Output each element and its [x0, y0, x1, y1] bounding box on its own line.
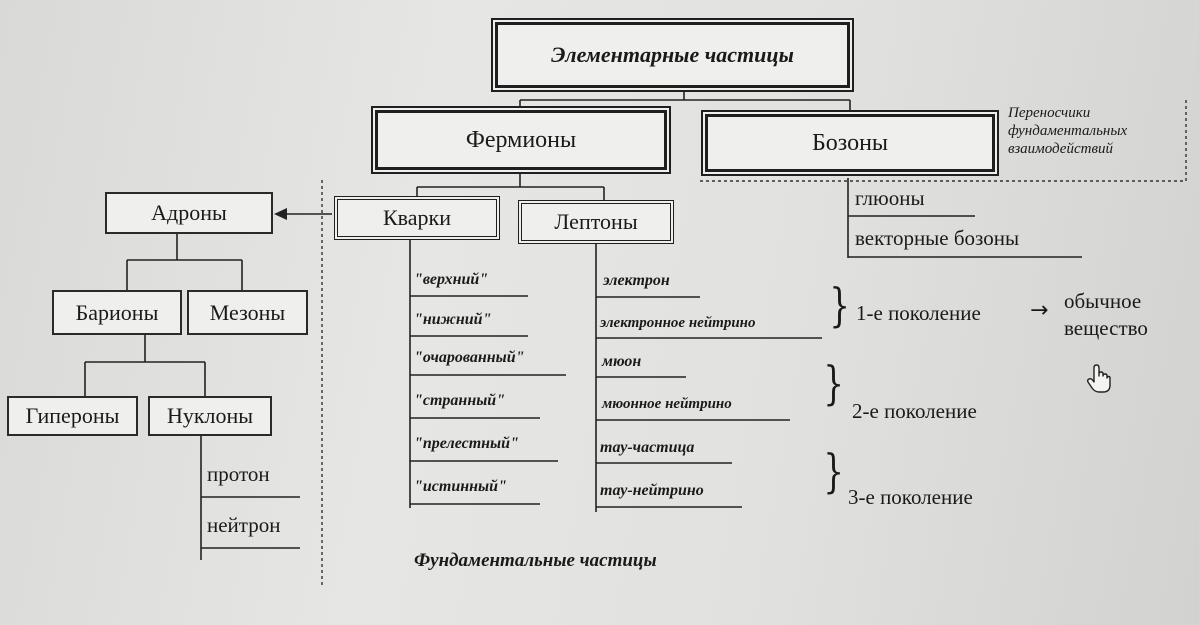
ordinary-matter-line-2: вещество: [1064, 316, 1148, 340]
hadrons-box: Адроны: [105, 192, 273, 234]
hyperons-box: Гипероны: [7, 396, 138, 436]
nucleon-item: протон: [207, 462, 270, 486]
brace-generation-2: }: [823, 356, 844, 410]
quark-item: "прелестный": [414, 435, 519, 452]
quark-item: "истинный": [414, 478, 507, 495]
nucleons-box: Нуклоны: [148, 396, 272, 436]
lepton-item: электронное нейтрино: [600, 315, 756, 331]
carriers-note: Переносчики фундаментальных взаимодейств…: [1008, 106, 1127, 157]
lepton-item: электрон: [603, 272, 670, 289]
mesons-label: Мезоны: [209, 299, 286, 325]
quark-item: "верхний": [414, 271, 489, 288]
leptons-box: Лептоны: [518, 200, 674, 244]
bosons-box: Бозоны: [705, 114, 995, 172]
fundamental-particles-caption: Фундаментальные частицы: [414, 550, 657, 571]
generation-label: 2-е поколение: [852, 399, 977, 423]
elementary-particles-title: Элементарные частицы: [551, 42, 794, 67]
generation-label: 3-е поколение: [848, 485, 973, 509]
carriers-note-line-1: Переносчики: [1008, 105, 1091, 121]
lepton-item: тау-частица: [600, 439, 695, 456]
quark-item: "нижний": [414, 311, 492, 328]
quarks-label: Кварки: [383, 205, 451, 230]
baryons-label: Барионы: [75, 299, 159, 325]
carriers-note-line-3: взаимодействий: [1008, 141, 1113, 157]
nucleons-label: Нуклоны: [166, 403, 254, 428]
carriers-note-line-2: фундаментальных: [1008, 123, 1128, 139]
arrow-to-matter: →: [1030, 298, 1049, 323]
nucleon-item: нейтрон: [207, 513, 281, 537]
quarks-box: Кварки: [334, 196, 500, 240]
elementary-particles-box: Элементарные частицы: [495, 22, 850, 88]
quark-item: "очарованный": [414, 349, 525, 366]
fermions-label: Фермионы: [465, 126, 577, 153]
baryons-box: Барионы: [52, 290, 182, 335]
bosons-label: Бозоны: [811, 129, 889, 156]
boson-item: глюоны: [855, 186, 925, 210]
boson-item: векторные бозоны: [855, 226, 1020, 250]
brace-generation-1: }: [829, 278, 850, 332]
ordinary-matter-line-1: обычное: [1064, 289, 1142, 313]
hadrons-label: Адроны: [151, 200, 227, 225]
leptons-label: Лептоны: [554, 209, 638, 234]
brace-generation-3: }: [823, 444, 844, 498]
lepton-item: мюонное нейтрино: [602, 396, 732, 412]
lepton-item: мюон: [602, 353, 642, 370]
fermions-box: Фермионы: [375, 110, 667, 170]
lepton-item: тау-нейтрино: [600, 482, 704, 499]
quark-item: "странный": [414, 392, 506, 409]
hyperons-label: Гипероны: [25, 403, 120, 428]
mesons-box: Мезоны: [187, 290, 308, 335]
generation-label: 1-е поколение: [856, 301, 981, 325]
hand-pointer-icon: [1086, 364, 1111, 393]
